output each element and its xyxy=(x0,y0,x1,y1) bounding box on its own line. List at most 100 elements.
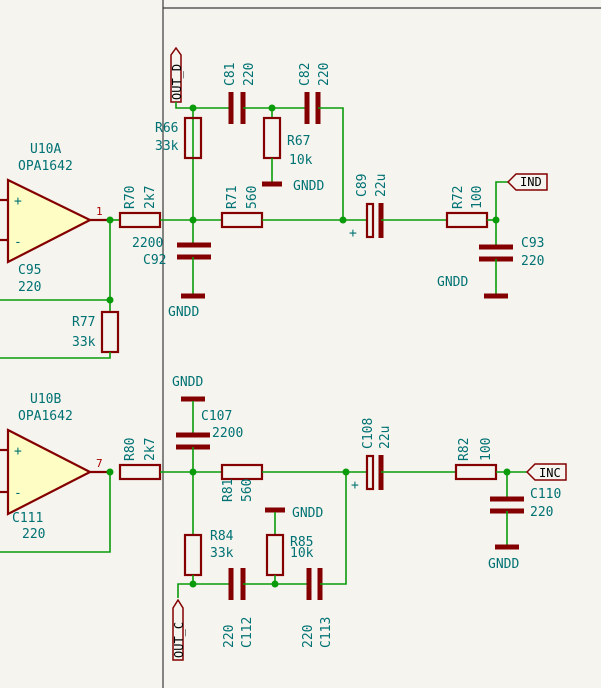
r77-ref: R77 xyxy=(72,315,95,330)
r67-value: 10k xyxy=(289,153,313,168)
c93-ref: C93 xyxy=(521,236,544,251)
r84-value: 33k xyxy=(210,546,234,561)
r70-ref: R70 xyxy=(123,186,138,209)
c111-ref: C111 xyxy=(12,511,43,526)
gnd-label-c92: GNDD xyxy=(168,305,199,320)
opamp-u10b-pin-number: 7 xyxy=(96,457,103,470)
r77-value: 33k xyxy=(72,335,96,350)
c112-ref: C112 xyxy=(240,617,255,648)
junction-dot xyxy=(503,468,511,476)
c111-value: 220 xyxy=(22,527,45,542)
opamp-u10b: + - U10B OPA1642 7 xyxy=(0,392,110,516)
c89-ref: C89 xyxy=(355,174,370,197)
junction-dot xyxy=(342,468,350,476)
c108-value: 22u xyxy=(378,426,393,449)
out-d-flag-shape xyxy=(170,46,182,103)
opamp-u10b-plus-sign: + xyxy=(14,444,22,459)
r81-value: 560 xyxy=(240,479,255,502)
junction-dot xyxy=(106,216,114,224)
r85-value: 10k xyxy=(290,546,314,561)
r66-body xyxy=(183,116,203,160)
r85-body xyxy=(265,533,285,577)
c92-value: 2200 xyxy=(132,236,163,251)
ind-label: IND xyxy=(520,175,542,189)
c113-return-wire xyxy=(320,472,347,585)
out-c-wire xyxy=(177,583,229,598)
r80-body xyxy=(118,463,162,481)
gnd-label-r85: GNDD xyxy=(292,506,323,521)
c107-value: 2200 xyxy=(212,426,243,441)
c92-ref: C92 xyxy=(143,253,166,268)
gnd-label-r67: GNDD xyxy=(293,179,324,194)
c112-value: 220 xyxy=(222,625,237,648)
r71-ref: R71 xyxy=(225,186,240,209)
junction-dot xyxy=(268,104,276,112)
inc-label: INC xyxy=(539,466,561,480)
c89-plate-pos xyxy=(365,202,375,239)
c95-value: 220 xyxy=(18,280,41,295)
opamp-u10b-value: OPA1642 xyxy=(18,409,73,424)
r71-body xyxy=(220,211,264,229)
c81-ref: C81 xyxy=(223,63,238,86)
r77-body xyxy=(100,310,120,354)
opamp-u10a-body xyxy=(6,178,93,264)
ind-flag-shape xyxy=(506,173,548,191)
r70-body xyxy=(118,211,162,229)
r82-body xyxy=(454,463,498,481)
out-c-label: OUT_C xyxy=(172,622,186,658)
r70-value: 2k7 xyxy=(143,186,158,209)
junction-dot xyxy=(189,104,197,112)
out-d-flag: OUT_D xyxy=(170,46,184,103)
c95-ref: C95 xyxy=(18,263,41,278)
feedback-wire-b xyxy=(0,472,111,553)
r82-value: 100 xyxy=(479,438,494,461)
junction-dot xyxy=(106,296,114,304)
opamp-u10a: + - U10A OPA1642 1 xyxy=(0,142,110,264)
r85-ref: R85 xyxy=(290,535,313,550)
junction-dot xyxy=(189,580,197,588)
r71-value: 560 xyxy=(245,186,260,209)
opamp-u10b-body xyxy=(6,428,93,516)
c113-value: 220 xyxy=(301,625,316,648)
r72-ref: R72 xyxy=(451,186,466,209)
opamp-u10b-ref: U10B xyxy=(30,392,61,407)
gnd-label-c93: GNDD xyxy=(437,275,468,290)
opamp-u10a-plus-sign: + xyxy=(14,194,22,209)
opamp-u10a-ref: U10A xyxy=(30,142,61,157)
r84-body xyxy=(183,533,203,577)
c108-ref: C108 xyxy=(361,418,376,449)
gnd-label-c110: GNDD xyxy=(488,557,519,572)
junction-dot xyxy=(106,468,114,476)
r81-body xyxy=(220,463,264,481)
r81-ref: R81 xyxy=(221,479,236,502)
opamp-u10b-minus-sign: - xyxy=(14,486,22,501)
r80-value: 2k7 xyxy=(143,438,158,461)
out-d-label: OUT_D xyxy=(170,64,184,100)
r80-ref: R80 xyxy=(123,438,138,461)
r84-ref: R84 xyxy=(210,529,234,544)
opamp-u10a-pin-number: 1 xyxy=(96,205,103,218)
c108-plus-sign: + xyxy=(351,478,359,493)
opamp-u10a-value: OPA1642 xyxy=(18,159,73,174)
junction-dot xyxy=(271,580,279,588)
r67-body xyxy=(262,116,282,160)
junction-dot xyxy=(189,468,197,476)
out-c-flag-shape xyxy=(172,598,184,661)
c110-value: 220 xyxy=(530,505,553,520)
junction-dot xyxy=(492,216,500,224)
r82-ref: R82 xyxy=(457,438,472,461)
c110-ref: C110 xyxy=(530,487,561,502)
c93-value: 220 xyxy=(521,254,544,269)
r77-bottom-wire xyxy=(0,352,111,359)
c108-plate-pos xyxy=(365,454,375,491)
inc-flag-shape xyxy=(525,463,567,481)
opamp-u10a-minus-sign: - xyxy=(14,235,22,250)
c107-ref: C107 xyxy=(201,409,232,424)
upper-channel: + - U10A OPA1642 1 C95 220 R77 33k R70 2… xyxy=(0,46,548,359)
c89-value: 22u xyxy=(374,174,389,197)
c82-ref: C82 xyxy=(298,63,313,86)
ind-wire xyxy=(495,181,508,220)
c113-ref: C113 xyxy=(319,617,334,648)
